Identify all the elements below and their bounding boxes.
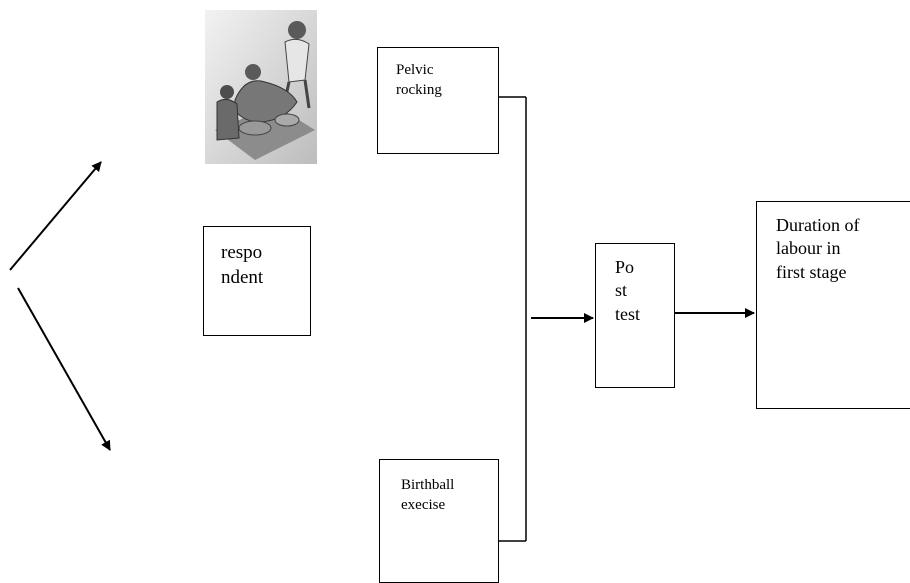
posttest-label: Po st test <box>615 257 640 324</box>
respondent-label: respo ndent <box>221 242 264 288</box>
posttest-box: Po st test <box>595 243 675 388</box>
outcome-label: Duration of labour in first stage <box>776 215 860 282</box>
outcome-box: Duration of labour in first stage <box>756 201 910 409</box>
up-arrow <box>9 161 102 271</box>
respondent-box: respo ndent <box>203 226 311 336</box>
pelvic-rocking-label: Pelvic rocking <box>396 62 442 98</box>
birthball-label: Birthball execise <box>401 477 455 513</box>
birthball-box: Birthball execise <box>379 459 499 583</box>
pelvic-rocking-box: Pelvic rocking <box>377 47 499 154</box>
down-arrow <box>17 287 111 451</box>
pelvic-rocking-illustration <box>205 10 317 164</box>
